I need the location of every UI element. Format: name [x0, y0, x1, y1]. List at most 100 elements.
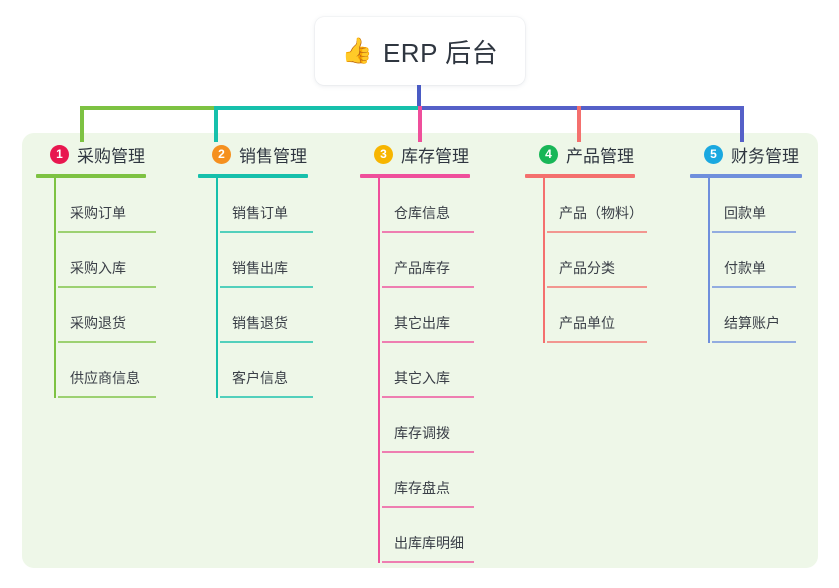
list-item-rule: [58, 231, 156, 233]
column-header-3[interactable]: 3 库存管理: [360, 140, 490, 168]
root-node-card[interactable]: 👍 ERP 后台: [315, 17, 525, 85]
list-item-rule: [547, 286, 647, 288]
list-item-label: 客户信息: [232, 370, 288, 386]
list-item-label: 产品（物料）: [559, 205, 643, 221]
connector-drop-2: [214, 106, 218, 142]
list-item[interactable]: 销售订单: [220, 178, 328, 233]
list-item-rule: [712, 341, 796, 343]
column-库存管理: 3 库存管理仓库信息产品库存其它出库其它入库库存调拨库存盘点出库库明细: [360, 140, 490, 563]
list-item[interactable]: 采购订单: [58, 178, 166, 233]
list-item-rule: [382, 451, 474, 453]
column-spine-5: [708, 178, 710, 343]
list-item[interactable]: 仓库信息: [382, 178, 490, 233]
list-item-label: 采购退货: [70, 315, 126, 331]
column-title-4: 产品管理: [566, 146, 634, 166]
list-item-rule: [382, 561, 474, 563]
column-产品管理: 4 产品管理产品（物料） 产品分类产品单位: [525, 140, 655, 343]
root-node-content: 👍 ERP 后台: [342, 33, 498, 70]
list-item-label: 库存调拨: [394, 425, 450, 441]
column-items-2: 销售订单销售出库销售退货客户信息: [198, 178, 328, 398]
column-rule-4: [525, 174, 635, 178]
connector-bus-segment-2: [214, 106, 420, 110]
list-item[interactable]: 产品分类: [547, 233, 655, 288]
list-item[interactable]: 销售出库: [220, 233, 328, 288]
column-header-2[interactable]: 2 销售管理: [198, 140, 328, 168]
column-title-1: 采购管理: [77, 146, 145, 166]
column-销售管理: 2 销售管理销售订单销售出库销售退货客户信息: [198, 140, 328, 398]
list-item-rule: [58, 286, 156, 288]
column-财务管理: 5 财务管理回款单付款单结算账户: [690, 140, 822, 343]
column-badge-4: 4: [539, 144, 558, 164]
column-items-1: 采购订单采购入库采购退货供应商信息: [36, 178, 166, 398]
list-item-label: 产品单位: [559, 315, 615, 331]
list-item[interactable]: 出库库明细: [382, 508, 490, 563]
column-header-1[interactable]: 1 采购管理: [36, 140, 166, 168]
list-item-rule: [382, 506, 474, 508]
connector-trunk-vertical: [417, 85, 421, 108]
connector-drop-1: [80, 106, 84, 142]
list-item-label: 销售出库: [232, 260, 288, 276]
list-item[interactable]: 产品单位: [547, 288, 655, 343]
list-item-label: 销售退货: [232, 315, 288, 331]
diagram-panel: [22, 133, 818, 568]
connector-bus-segment-1: [80, 106, 216, 110]
column-spine-3: [378, 178, 380, 563]
list-item-label: 仓库信息: [394, 205, 450, 221]
column-items-4: 产品（物料） 产品分类产品单位: [525, 178, 655, 343]
column-items-3: 仓库信息产品库存其它出库其它入库库存调拨库存盘点出库库明细: [360, 178, 490, 563]
column-spine-2: [216, 178, 218, 398]
list-item-rule: [220, 286, 313, 288]
list-item-label: 付款单: [724, 260, 766, 276]
list-item-rule: [382, 286, 474, 288]
list-item[interactable]: 供应商信息: [58, 343, 166, 398]
list-item[interactable]: 产品库存: [382, 233, 490, 288]
list-item-label: 结算账户: [724, 315, 780, 331]
column-rule-3: [360, 174, 470, 178]
list-item-label: 其它出库: [394, 315, 450, 331]
list-item-rule: [712, 231, 796, 233]
column-badge-2: 2: [212, 144, 231, 164]
root-node-title: ERP 后台: [382, 37, 499, 68]
list-item-label: 采购订单: [70, 205, 126, 221]
column-spine-4: [543, 178, 545, 343]
column-title-5: 财务管理: [731, 146, 799, 166]
list-item-rule: [220, 341, 313, 343]
list-item[interactable]: 客户信息: [220, 343, 328, 398]
column-badge-3: 3: [374, 144, 393, 164]
list-item-label: 销售订单: [232, 205, 288, 221]
list-item[interactable]: 其它入库: [382, 343, 490, 398]
column-spine-1: [54, 178, 56, 398]
list-item[interactable]: 结算账户: [712, 288, 822, 343]
connector-drop-3: [418, 106, 422, 142]
column-items-5: 回款单付款单结算账户: [690, 178, 822, 343]
list-item[interactable]: 其它出库: [382, 288, 490, 343]
list-item-label: 其它入库: [394, 370, 450, 386]
column-badge-1: 1: [50, 144, 69, 164]
list-item[interactable]: 库存盘点: [382, 453, 490, 508]
list-item-label: 供应商信息: [70, 370, 140, 386]
list-item-rule: [382, 231, 474, 233]
column-header-5[interactable]: 5 财务管理: [690, 140, 822, 168]
column-rule-2: [198, 174, 308, 178]
list-item[interactable]: 回款单: [712, 178, 822, 233]
list-item[interactable]: 库存调拨: [382, 398, 490, 453]
column-badge-5: 5: [704, 144, 723, 164]
list-item-rule: [382, 341, 474, 343]
column-title-3: 库存管理: [401, 146, 469, 166]
list-item-rule: [712, 286, 796, 288]
column-rule-1: [36, 174, 146, 178]
column-title-2: 销售管理: [239, 146, 307, 166]
list-item-rule: [382, 396, 474, 398]
list-item-label: 回款单: [724, 205, 766, 221]
connector-drop-4: [577, 106, 581, 142]
list-item[interactable]: 采购入库: [58, 233, 166, 288]
list-item-label: 产品库存: [394, 260, 450, 276]
connector-drop-5: [740, 106, 744, 142]
list-item[interactable]: 付款单: [712, 233, 822, 288]
list-item[interactable]: 采购退货: [58, 288, 166, 343]
list-item-rule: [547, 231, 647, 233]
list-item[interactable]: 销售退货: [220, 288, 328, 343]
column-header-4[interactable]: 4 产品管理: [525, 140, 655, 168]
column-rule-5: [690, 174, 802, 178]
list-item[interactable]: 产品（物料）: [547, 178, 655, 233]
